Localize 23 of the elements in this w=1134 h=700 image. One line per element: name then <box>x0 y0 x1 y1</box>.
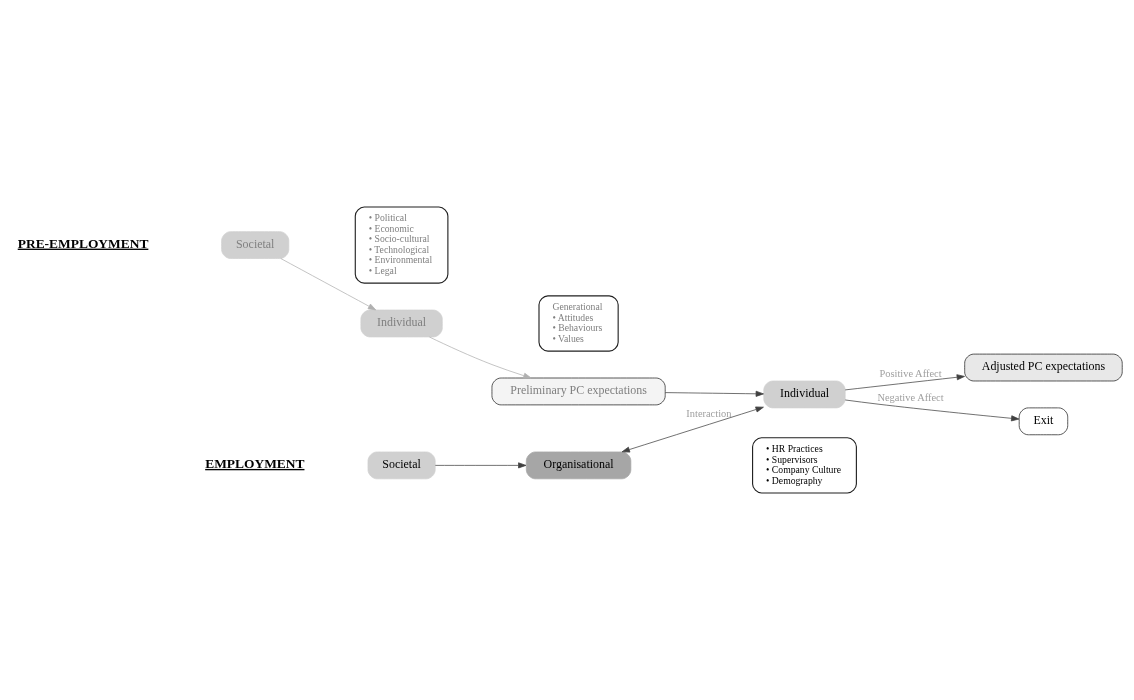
node-box: Societal <box>367 451 436 480</box>
node-box: • HR Practices • Supervisors • Company Culture • Demography <box>752 437 857 494</box>
arrow <box>665 390 764 397</box>
arrow <box>429 336 532 379</box>
node-box: Preliminary PC expectations <box>491 377 666 406</box>
node-box: Generational • Attitudes • Behaviours • Values <box>538 295 619 352</box>
node-box: Societal <box>221 231 290 259</box>
node-box: • Political • Economic • Socio-cultural • Technological • Environmental • Legal <box>354 206 449 284</box>
edge-label: Negative Affect <box>877 392 944 404</box>
arrow <box>844 374 965 391</box>
node-box: Organisational <box>525 451 632 480</box>
node-box: Individual <box>360 309 443 338</box>
node-box: Adjusted PC expectations <box>964 353 1123 382</box>
edge-label: Interaction <box>686 407 732 419</box>
edge-label: Positive Affect <box>879 367 942 379</box>
label: PRE-EMPLOYMENT <box>17 235 149 251</box>
arrow <box>621 406 764 453</box>
arrow <box>280 258 377 311</box>
label: EMPLOYMENT <box>205 455 305 471</box>
node-box: Exit <box>1018 407 1069 436</box>
arrow <box>434 462 527 469</box>
node-box: Individual <box>763 380 846 409</box>
arrow <box>844 399 1020 422</box>
